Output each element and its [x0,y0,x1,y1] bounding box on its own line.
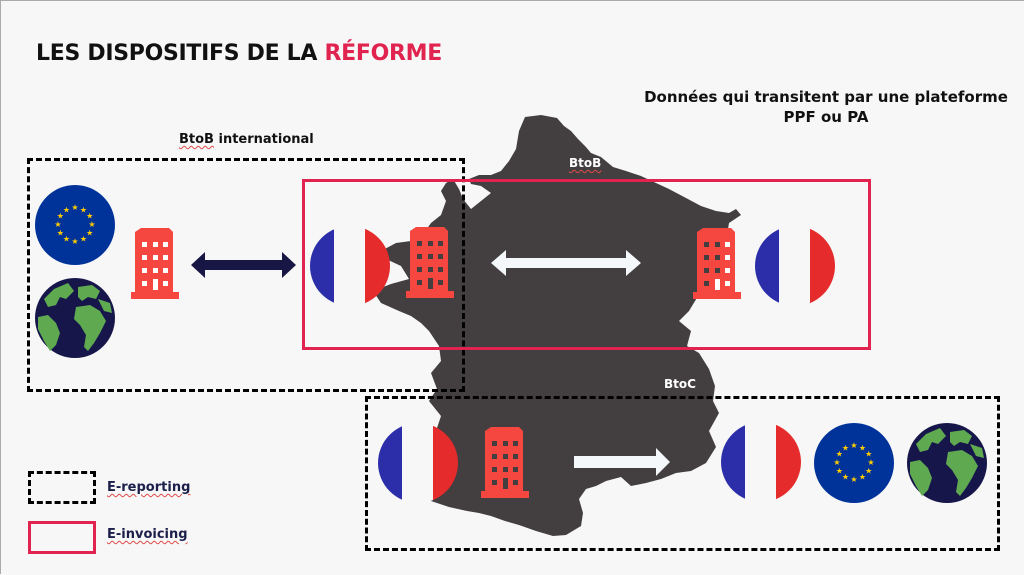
svg-text:★: ★ [86,229,93,238]
svg-text:★: ★ [859,473,866,482]
btob-international-suffix: international [213,132,314,147]
svg-text:★: ★ [867,458,874,467]
france-map-shape [373,115,741,536]
building-icon [131,228,179,299]
svg-text:★: ★ [850,441,857,450]
subtitle-line1: Données qui transitent par une plateform… [644,88,1008,106]
subtitle-line2: PPF ou PA [783,108,869,126]
legend-e-reporting-label: E-reporting [107,480,191,495]
eu-flag-icon: ★★★ ★★★ ★★★ ★★★ [35,185,115,265]
legend-e-invoicing-swatch [28,521,96,554]
svg-text:★: ★ [836,450,843,459]
building-icon [406,227,454,298]
platform-subtitle: Données qui transitent par une plateform… [621,87,1024,127]
btob-international-label: BtoB international [179,132,314,147]
svg-text:★: ★ [833,458,840,467]
france-flag-icon [310,226,390,306]
btob-international-zone [27,158,465,392]
right-arrow-icon [574,448,670,476]
double-arrow-icon [191,252,296,278]
legend-e-invoicing-label: E-invoicing [107,527,188,542]
svg-text:★: ★ [865,450,872,459]
btoc-zone [365,396,1000,551]
svg-text:★: ★ [63,205,70,214]
svg-text:★: ★ [57,229,64,238]
svg-text:★: ★ [850,475,857,484]
globe-icon [907,423,987,503]
btoc-label: BtoC [664,377,696,391]
page-title: LES DISPOSITIFS DE LA RÉFORME [36,41,442,66]
svg-text:★: ★ [54,220,61,229]
svg-text:★: ★ [865,467,872,476]
double-arrow-icon [491,250,641,276]
legend-e-reporting-swatch [28,471,96,504]
svg-text:★: ★ [71,237,78,246]
svg-text:★: ★ [63,235,70,244]
svg-text:★: ★ [88,220,95,229]
france-flag-icon [755,226,835,306]
building-icon [693,228,741,299]
globe-icon [35,278,115,358]
eu-flag-icon: ★★★ ★★★ ★★★ ★★★ [814,423,894,503]
svg-text:★: ★ [836,467,843,476]
btob-e-invoicing-zone [302,179,871,350]
france-flag-icon [721,422,801,502]
svg-text:★: ★ [57,212,64,221]
svg-text:★: ★ [842,443,849,452]
title-main: LES DISPOSITIFS DE LA [36,41,325,66]
svg-text:★: ★ [859,443,866,452]
btob-label: BtoB [569,156,602,170]
svg-text:★: ★ [80,235,87,244]
svg-text:★: ★ [86,212,93,221]
svg-text:★: ★ [842,473,849,482]
building-icon [481,427,529,498]
svg-text:★: ★ [80,205,87,214]
france-flag-icon [378,423,458,503]
btob-international-prefix: BtoB [179,132,214,147]
title-accent: RÉFORME [324,41,442,66]
svg-text:★: ★ [71,203,78,212]
